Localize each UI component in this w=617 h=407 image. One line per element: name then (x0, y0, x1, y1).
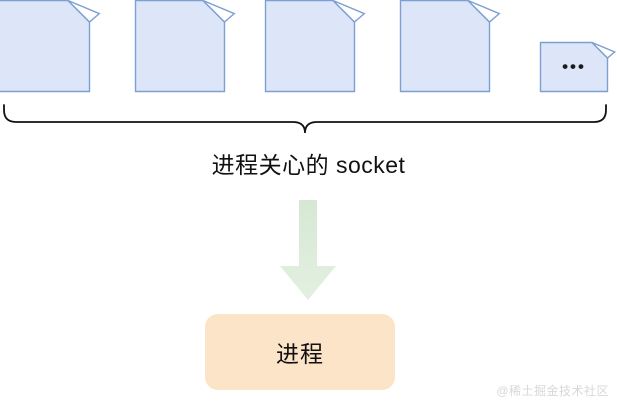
socket-doc-4 (399, 0, 501, 93)
document-fold-corner-icon (591, 41, 617, 59)
watermark: @稀土掘金技术社区 (496, 384, 609, 398)
ellipsis-label: ••• (562, 56, 586, 76)
document-fold-corner-icon (332, 0, 366, 23)
socket-doc-3 (264, 0, 366, 93)
socket-doc-2 (134, 0, 236, 93)
document-body (0, 0, 91, 93)
document-body (399, 0, 491, 93)
process-node: 进程 (205, 314, 395, 390)
process-node-label: 进程 (276, 341, 324, 367)
grouping-brace (0, 100, 617, 140)
socket-doc-more: ••• (539, 41, 617, 93)
socket-group-label: 进程关心的 socket (211, 152, 406, 178)
document-body (539, 41, 609, 93)
flow-arrow-down-icon (262, 198, 354, 303)
document-body (134, 0, 226, 93)
document-body (264, 0, 356, 93)
arrow-shape (280, 200, 336, 300)
document-fold-corner-icon (202, 0, 236, 23)
document-fold-corner-icon (67, 0, 101, 23)
brace-path (3, 104, 607, 134)
socket-doc-1 (0, 0, 101, 93)
document-fold-corner-icon (467, 0, 501, 23)
